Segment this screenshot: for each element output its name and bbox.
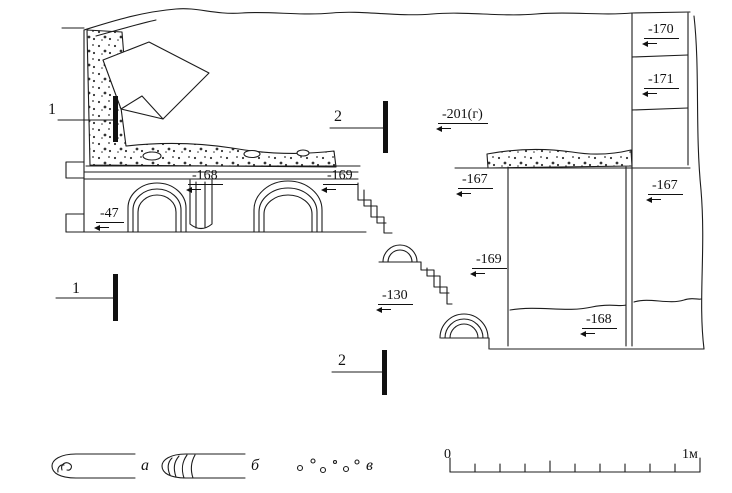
legend-label-v: в	[366, 457, 373, 474]
elevation-value: -168	[188, 168, 223, 185]
elevation-value: -47	[96, 206, 124, 223]
elevation-value: -170	[644, 22, 679, 39]
legend-label-b: б	[251, 457, 260, 474]
elevation-arrow-icon	[642, 39, 660, 48]
elevation-label: -171	[642, 72, 679, 98]
elevation-value: -169	[472, 252, 507, 269]
elevation-label: -169	[470, 252, 507, 278]
legend-symbol-v	[296, 458, 360, 474]
rubble-masonry-right	[486, 148, 633, 169]
elevation-label: -169	[321, 168, 358, 194]
elevation-value: -167	[458, 172, 493, 189]
elevation-arrow-icon	[436, 124, 454, 133]
arcade-arches	[127, 179, 323, 233]
elevation-arrow-icon	[321, 185, 339, 194]
section-number-2-top: 2	[334, 108, 342, 125]
elevation-arrow-icon	[376, 305, 394, 314]
ashlar-blocks	[454, 12, 705, 350]
section-number-2-bottom: 2	[338, 352, 346, 369]
elevation-arrow-icon	[642, 89, 660, 98]
elevation-value: -168	[582, 312, 617, 329]
section-1-top-bar	[113, 96, 118, 142]
section-number-1-bottom: 1	[72, 280, 80, 297]
section-1-bottom-bar	[113, 274, 118, 321]
scale-bar	[449, 457, 701, 473]
section-number-1-top: 1	[48, 101, 56, 118]
cornice-mouldings	[65, 165, 367, 233]
elevation-label: -167	[456, 172, 493, 198]
elevation-value: -169	[323, 168, 358, 185]
stepped-masonry	[357, 182, 490, 350]
elevation-value: -167	[648, 178, 683, 195]
elevation-label: -47	[94, 206, 124, 232]
left-pier	[65, 29, 85, 233]
elevation-label: -168	[186, 168, 223, 194]
elevation-value: -130	[378, 288, 413, 305]
elevation-label: -201(г)	[436, 107, 488, 133]
elevation-value: -201(г)	[438, 107, 488, 124]
elevation-label: -130	[376, 288, 413, 314]
legend-symbol-a	[51, 453, 136, 479]
scale-start-label: 0	[444, 447, 451, 462]
terrain-line	[61, 8, 691, 37]
elevation-label: -170	[642, 22, 679, 48]
section-2-top-bar	[383, 101, 388, 153]
elevation-arrow-icon	[580, 329, 598, 338]
legend-symbols	[51, 453, 360, 479]
elevation-label: -168	[580, 312, 617, 338]
legend-label-a: а	[141, 457, 149, 474]
elevation-arrow-icon	[94, 223, 112, 232]
rubble-masonry-left	[86, 29, 337, 168]
scale-end-label: 1м	[682, 447, 698, 462]
legend-symbol-b	[161, 453, 246, 479]
elevation-arrow-icon	[456, 189, 474, 198]
section-markers	[55, 96, 388, 395]
section-2-bottom-bar	[382, 350, 387, 395]
elevation-arrow-icon	[470, 269, 488, 278]
elevation-label: -167	[646, 178, 683, 204]
elevation-value: -171	[644, 72, 679, 89]
elevation-arrow-icon	[186, 185, 204, 194]
elevation-arrow-icon	[646, 195, 664, 204]
